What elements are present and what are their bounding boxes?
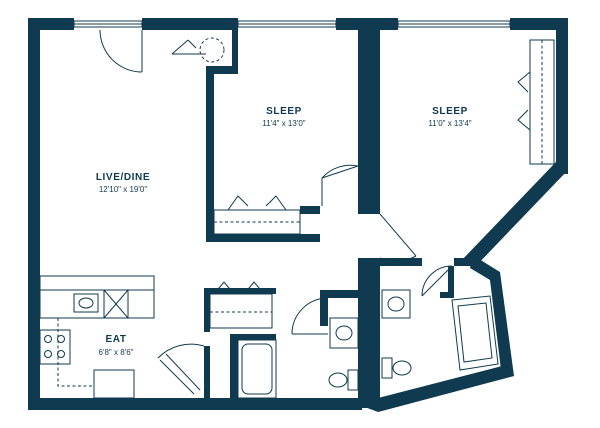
entry-door[interactable]	[99, 29, 143, 73]
wall-closet2-left	[204, 288, 210, 332]
wall-closet-bottom	[206, 66, 238, 74]
wall-kitchen-closet-left	[204, 346, 210, 406]
wall-bath-left	[320, 290, 328, 326]
refrigerator	[93, 369, 135, 399]
sleep1-dims: 11'4" x 13'0"	[262, 119, 305, 128]
toilet-1	[328, 369, 359, 391]
range	[39, 329, 71, 365]
wall-left	[28, 18, 40, 410]
wall-bath2-inner	[448, 266, 454, 298]
bathtub-2	[451, 295, 499, 371]
wall-diagonal	[460, 162, 568, 268]
eat-dims: 6'8" x 8'6"	[99, 348, 134, 357]
hall-closet	[209, 281, 273, 329]
sleep2-closet	[517, 39, 555, 165]
wall-bath-right	[470, 256, 514, 378]
room-labels: LIVE/DINE 12'10" x 19'0" SLEEP 11'4" x 1…	[96, 106, 472, 357]
wall-closet-side	[232, 30, 238, 72]
wall-right-sleep2	[556, 18, 568, 174]
wall-sleep1-left	[206, 70, 214, 242]
sleep1-door[interactable]	[321, 164, 359, 206]
toilet-2	[381, 357, 412, 379]
vanity-1	[329, 317, 359, 349]
bathroom-2	[381, 289, 499, 379]
sleep2-dims: 11'0" x 13'4"	[428, 119, 471, 128]
wall-center-lower	[358, 258, 380, 408]
bath1-door[interactable]	[291, 297, 329, 335]
sleep2-door[interactable]	[379, 213, 417, 262]
wall-top-closet	[182, 18, 238, 30]
kitchen	[39, 275, 155, 399]
wall-top-sleep2-right	[510, 18, 568, 30]
wall-closet2-top	[204, 288, 276, 294]
eat-name: EAT	[105, 334, 126, 345]
live-dine-name: LIVE/DINE	[96, 172, 150, 183]
sleep1-name: SLEEP	[266, 106, 302, 117]
wall-center-partition	[358, 18, 380, 214]
wall-bath2-top	[378, 258, 422, 266]
bath2-door[interactable]	[421, 265, 453, 297]
interior-walls	[204, 18, 476, 408]
wall-bottom	[28, 398, 362, 410]
wall-sleep1-stub	[300, 206, 320, 214]
vanity-2	[381, 289, 411, 319]
entry-closet	[199, 37, 225, 63]
wall-bath2-bottom	[362, 364, 514, 412]
live-dine-dims: 12'10" x 19'0"	[99, 185, 147, 194]
closet-door[interactable]	[171, 39, 206, 55]
bathtub-1	[237, 339, 277, 399]
wall-bath-top	[320, 290, 362, 298]
bathroom-1	[237, 317, 359, 399]
wall-bath-top-lower	[230, 334, 276, 340]
sleep1-closet	[213, 195, 301, 235]
wall-top-segment	[142, 18, 182, 30]
wall-sleep1-bottom	[206, 234, 320, 242]
wall-bath-divider	[230, 334, 238, 406]
kitchen-upper-counter	[39, 275, 155, 291]
sleep2-name: SLEEP	[432, 106, 468, 117]
wall-bath2-divider	[440, 292, 450, 298]
kitchen-sink	[73, 293, 99, 313]
windows	[73, 20, 511, 28]
wall-bath2-top-right	[454, 258, 476, 266]
pantry-door[interactable]	[157, 343, 205, 395]
closets	[199, 37, 555, 329]
